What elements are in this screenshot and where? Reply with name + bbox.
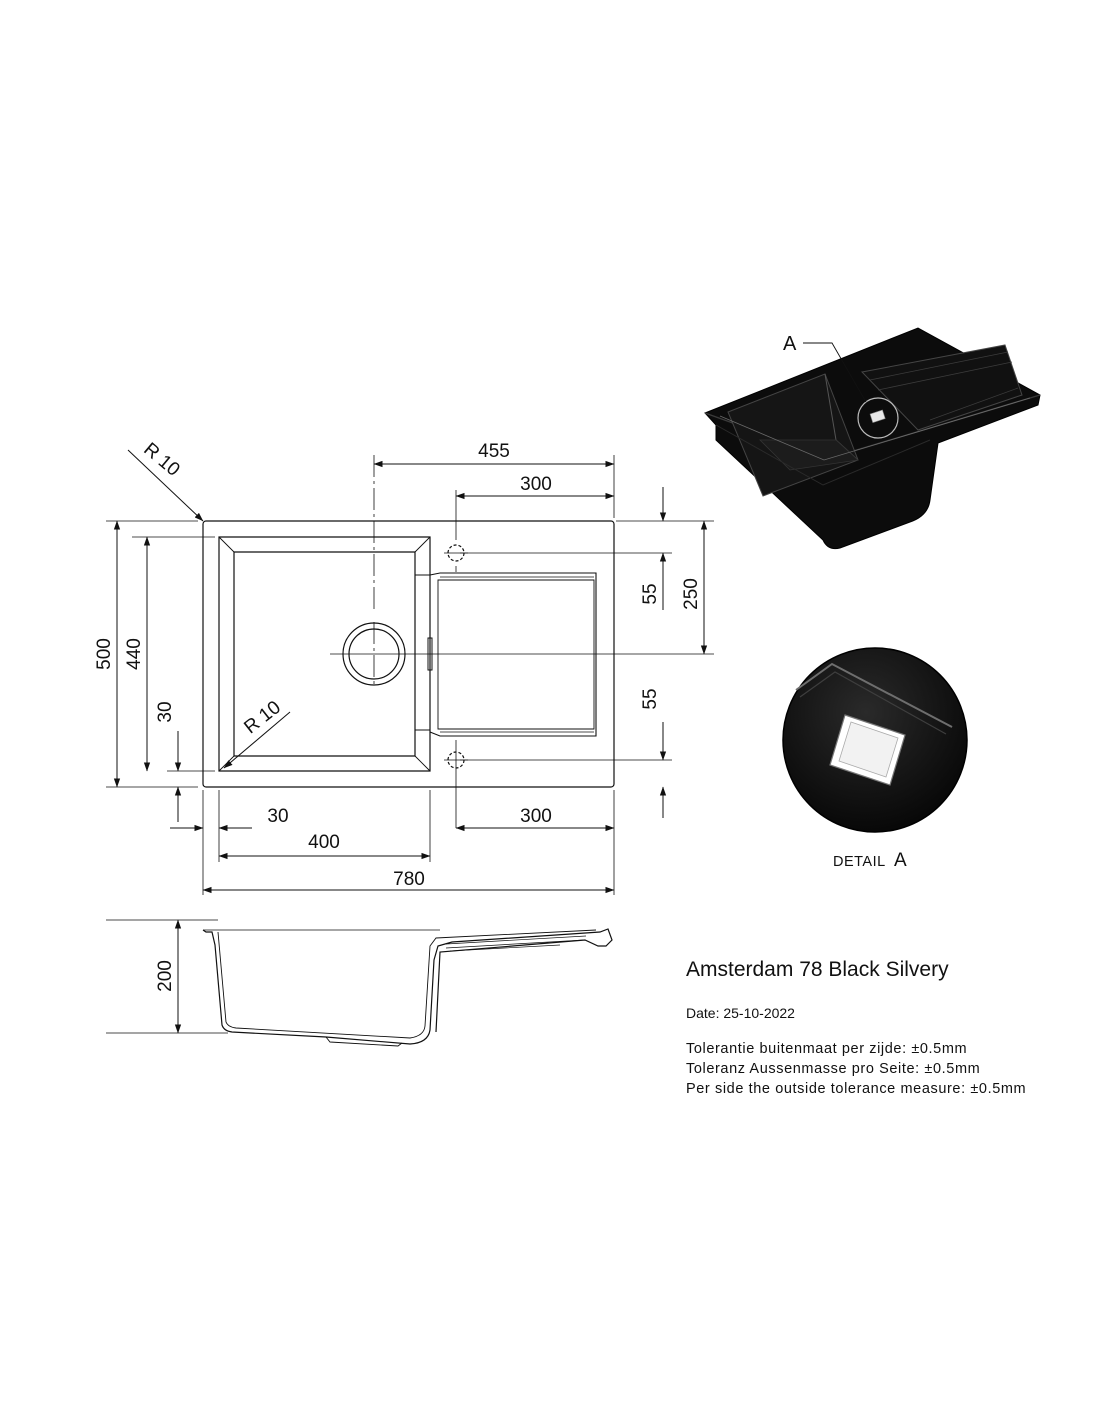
- dim-300-bottom: 300: [520, 806, 552, 827]
- side-drainer-ribs: [445, 935, 587, 952]
- sink-3d-view: [704, 327, 1041, 550]
- side-waste: [325, 1036, 403, 1047]
- dim-780: 780: [393, 869, 425, 890]
- sink-3d-front-face: [715, 424, 931, 486]
- dim-440: 440: [124, 638, 145, 670]
- dimension-lines: [113, 449, 708, 1034]
- dim-30-v: 30: [155, 701, 176, 722]
- dim-400: 400: [308, 832, 340, 853]
- overflow-slot-3d: [869, 409, 886, 423]
- dim-55-top: 55: [640, 583, 661, 604]
- drainer-outline: [429, 572, 597, 737]
- radius-leader-inner: [223, 711, 291, 769]
- side-profile-outer: [202, 928, 613, 1045]
- extension-lines: [106, 455, 714, 1034]
- sink-3d-drainer-grooves: [869, 351, 1019, 421]
- detail-a-rim-edge-2: [799, 671, 947, 735]
- sink-3d-bowl-floor: [759, 439, 859, 471]
- detail-circle-marker: [857, 397, 899, 439]
- detail-a-view: [782, 647, 968, 833]
- sink-side-view: [202, 928, 613, 1047]
- center-lines: [330, 455, 714, 828]
- sink-top-view: [202, 520, 615, 788]
- drawing-date: Date: 25-10-2022: [686, 1005, 795, 1021]
- detail-caption-letter: A: [894, 850, 907, 871]
- detail-leader: [803, 342, 867, 403]
- dim-300-top: 300: [520, 474, 552, 495]
- dim-455: 455: [478, 441, 510, 462]
- dim-250: 250: [681, 578, 702, 610]
- tolerance-german: Toleranz Aussenmasse pro Seite: ±0.5mm: [686, 1061, 981, 1077]
- radius-inner-label: R 10: [240, 697, 285, 738]
- tolerance-english: Per side the outside tolerance measure: …: [686, 1081, 1027, 1097]
- sink-3d-highlight: [719, 397, 1031, 461]
- detail-caption-prefix: DETAIL: [833, 854, 886, 870]
- radius-outer-label: R 10: [139, 439, 183, 481]
- dim-55-bottom: 55: [640, 688, 661, 709]
- sink-3d-drainer: [860, 344, 1023, 431]
- detail-callout-label: A: [783, 333, 797, 355]
- dim-200: 200: [155, 960, 176, 992]
- radius-leader-outer: [127, 449, 204, 522]
- product-title: Amsterdam 78 Black Silvery: [686, 958, 949, 981]
- tolerance-dutch: Tolerantie buitenmaat per zijde: ±0.5mm: [686, 1041, 968, 1057]
- detail-a-slot-inner: [838, 721, 899, 778]
- dim-30-h: 30: [267, 806, 288, 827]
- side-profile-inner: [217, 929, 597, 1039]
- dim-500: 500: [94, 638, 115, 670]
- bowl-corner-lines: [218, 536, 431, 772]
- bowl-overflow-edge: [415, 574, 430, 731]
- drainer-inner: [437, 579, 595, 730]
- detail-a-rim-edge: [795, 662, 953, 728]
